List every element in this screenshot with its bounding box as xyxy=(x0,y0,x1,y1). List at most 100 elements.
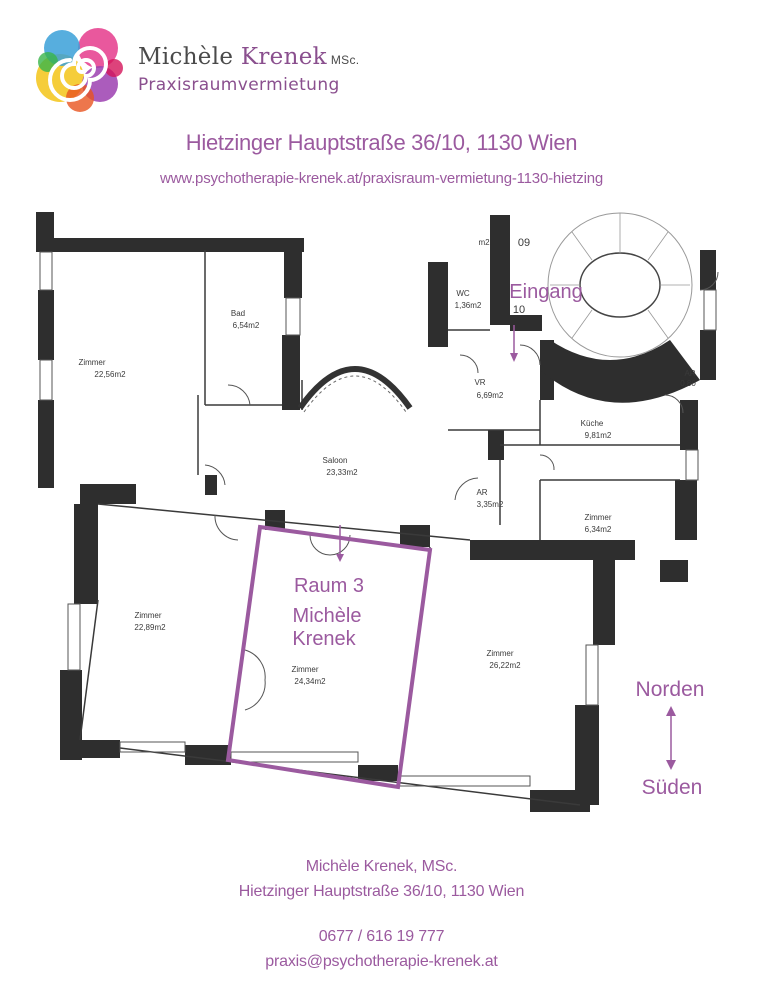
wall xyxy=(80,484,136,504)
room-area-zimmer-e: 6,34m2 xyxy=(585,525,612,534)
wall xyxy=(700,330,716,380)
window xyxy=(585,644,599,706)
wall xyxy=(470,540,635,560)
raum-3-arrowhead xyxy=(336,554,344,562)
stair-number: 09 xyxy=(518,237,530,249)
room-area-wc: 1,36m2 xyxy=(455,301,482,310)
room-area-kueche: 9,81m2 xyxy=(585,431,612,440)
door-swing xyxy=(699,271,719,291)
door-swing xyxy=(214,514,239,541)
room-label-kueche: Küche xyxy=(581,419,604,428)
wall xyxy=(510,315,542,331)
wall xyxy=(54,238,304,252)
door-swing xyxy=(227,384,251,406)
wall xyxy=(700,250,716,290)
logo-subtitle: Praxisraumvermietung xyxy=(138,75,340,95)
wall xyxy=(282,335,300,410)
room-area-saloon: 23,33m2 xyxy=(326,468,358,477)
wall xyxy=(680,400,698,450)
door-swing xyxy=(309,534,331,556)
staircase xyxy=(540,212,700,403)
south-label: Süden xyxy=(642,776,703,799)
room-area-zimmer-se: 26,22m2 xyxy=(489,661,521,670)
bay-window-curve xyxy=(297,366,413,410)
stair-step xyxy=(647,231,669,261)
stair-step xyxy=(647,309,669,339)
room-label-bad: Bad xyxy=(231,309,245,318)
wall xyxy=(38,290,54,360)
door-swing xyxy=(244,679,266,711)
door-swing xyxy=(539,454,555,471)
door-swing xyxy=(244,649,266,681)
door-swing xyxy=(519,344,541,366)
room-area-zimmer-sw: 22,89m2 xyxy=(134,623,166,632)
wall xyxy=(428,262,448,347)
entrance-label: Eingang xyxy=(509,281,582,303)
room-label-zimmer-e: Zimmer xyxy=(584,513,611,522)
wall xyxy=(38,400,54,488)
room-area-bad: 6,54m2 xyxy=(233,321,260,330)
raum-3-owner-first: Michèle xyxy=(293,605,362,627)
wall xyxy=(488,430,504,460)
wall xyxy=(60,670,82,760)
room-label-vr: VR xyxy=(474,378,485,387)
window xyxy=(39,359,53,401)
wall xyxy=(675,480,697,540)
room-area-zimmer-nw: 22,56m2 xyxy=(94,370,126,379)
raum-3-title: Raum 3 xyxy=(294,575,364,597)
wall xyxy=(185,745,231,765)
room-label-zimmer-mid: Zimmer xyxy=(291,665,318,674)
website-url: www.psychotherapie-krenek.at/praxisraum-… xyxy=(160,170,603,187)
south-arrow-icon xyxy=(666,760,676,770)
raum-3-outline xyxy=(225,524,433,790)
wall xyxy=(358,765,398,781)
room-label-ar-top: AR xyxy=(684,369,695,378)
entry-number: 10 xyxy=(513,304,525,316)
walls xyxy=(36,212,716,812)
wall xyxy=(36,212,54,252)
wall xyxy=(265,510,285,530)
north-label: Norden xyxy=(636,678,705,701)
raum-3-owner-last: Krenek xyxy=(292,628,356,650)
logo-first-name: Michèle xyxy=(138,44,234,70)
footer-phone[interactable]: 0677 / 616 19 777 xyxy=(318,928,445,945)
wall xyxy=(575,705,599,805)
wall xyxy=(660,560,688,582)
wall xyxy=(205,475,217,495)
small-area-label: m2 xyxy=(478,238,490,247)
door-swing xyxy=(459,354,479,374)
doors xyxy=(204,271,719,711)
stair-well xyxy=(579,252,661,318)
wall-line xyxy=(79,599,99,741)
logo-last-name: Krenek xyxy=(240,44,327,70)
footer-email[interactable]: praxis@psychotherapie-krenek.at xyxy=(265,953,498,970)
windows xyxy=(39,251,717,787)
window xyxy=(39,251,53,291)
window xyxy=(285,297,301,336)
door-swing xyxy=(664,394,684,414)
window xyxy=(67,603,81,671)
logo-swirl-icon xyxy=(36,28,123,112)
logo-suffix: MSc. xyxy=(330,53,360,67)
room-area-ar-top: 0,80 xyxy=(680,379,696,388)
north-arrow-icon xyxy=(666,706,676,716)
room-label-wc: WC xyxy=(456,289,470,298)
address-heading: Hietzinger Hauptstraße 36/10, 1130 Wien xyxy=(185,130,578,155)
window xyxy=(230,751,359,763)
footer-name: Michèle Krenek, MSc. xyxy=(305,858,458,875)
wall-line xyxy=(119,747,581,806)
footer-address: Hietzinger Hauptstraße 36/10, 1130 Wien xyxy=(238,883,525,900)
wall-line xyxy=(97,503,471,541)
window xyxy=(119,741,186,753)
window xyxy=(685,449,699,481)
stair-step xyxy=(571,309,593,339)
wall xyxy=(74,504,98,604)
stair-step xyxy=(571,231,593,261)
wall xyxy=(284,240,302,298)
room-label-zimmer-nw: Zimmer xyxy=(78,358,105,367)
room-area-vr: 6,69m2 xyxy=(477,391,504,400)
room-label-ar-small: AR xyxy=(476,488,487,497)
wall xyxy=(74,740,120,758)
entrance-arrowhead xyxy=(510,353,518,362)
